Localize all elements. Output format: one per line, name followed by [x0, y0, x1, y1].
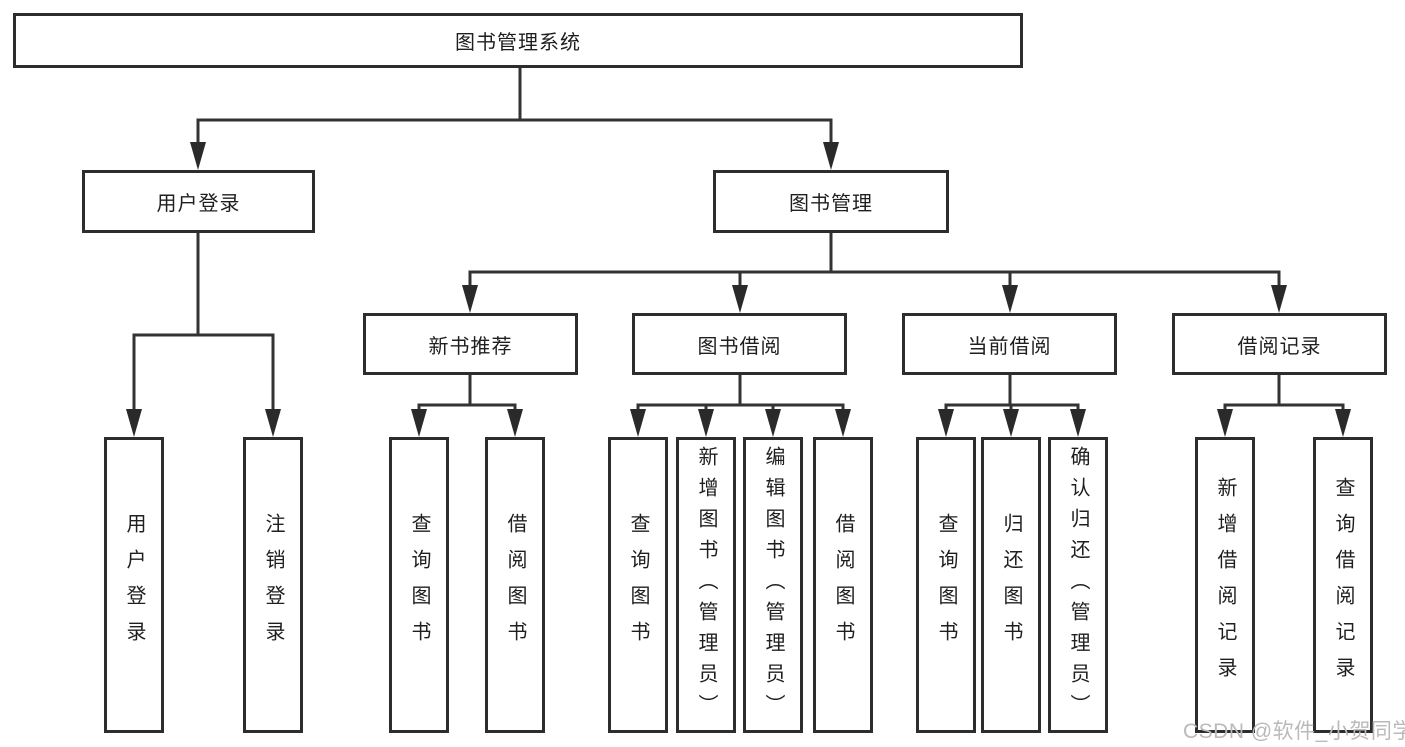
node-new-book-recommend: 新书推荐	[363, 313, 578, 375]
node-root-library-system: 图书管理系统	[13, 13, 1023, 68]
leaf-logout: 注销登录	[243, 437, 303, 733]
node-user-login: 用户登录	[82, 170, 315, 233]
leaf-edit-books-admin: 编辑图书（管理员）	[743, 437, 803, 733]
node-book-borrow: 图书借阅	[632, 313, 847, 375]
leaf-confirm-return-admin: 确认归还（管理员）	[1048, 437, 1108, 733]
leaf-query-borrow-record: 查询借阅记录	[1313, 437, 1373, 733]
leaf-return-books: 归还图书	[981, 437, 1041, 733]
csdn-watermark: CSDN @软件_小贺同学	[1183, 720, 1405, 743]
leaf-add-books-admin: 新增图书（管理员）	[676, 437, 736, 733]
node-current-borrow: 当前借阅	[902, 313, 1117, 375]
node-book-management: 图书管理	[713, 170, 949, 233]
leaf-borrow-books-recommend: 借阅图书	[485, 437, 545, 733]
leaf-query-books-recommend: 查询图书	[389, 437, 449, 733]
leaf-query-books-borrow: 查询图书	[608, 437, 668, 733]
leaf-user-login: 用户登录	[104, 437, 164, 733]
leaf-add-borrow-record: 新增借阅记录	[1195, 437, 1255, 733]
leaf-query-books-current: 查询图书	[916, 437, 976, 733]
leaf-borrow-books: 借阅图书	[813, 437, 873, 733]
node-borrow-records: 借阅记录	[1172, 313, 1387, 375]
